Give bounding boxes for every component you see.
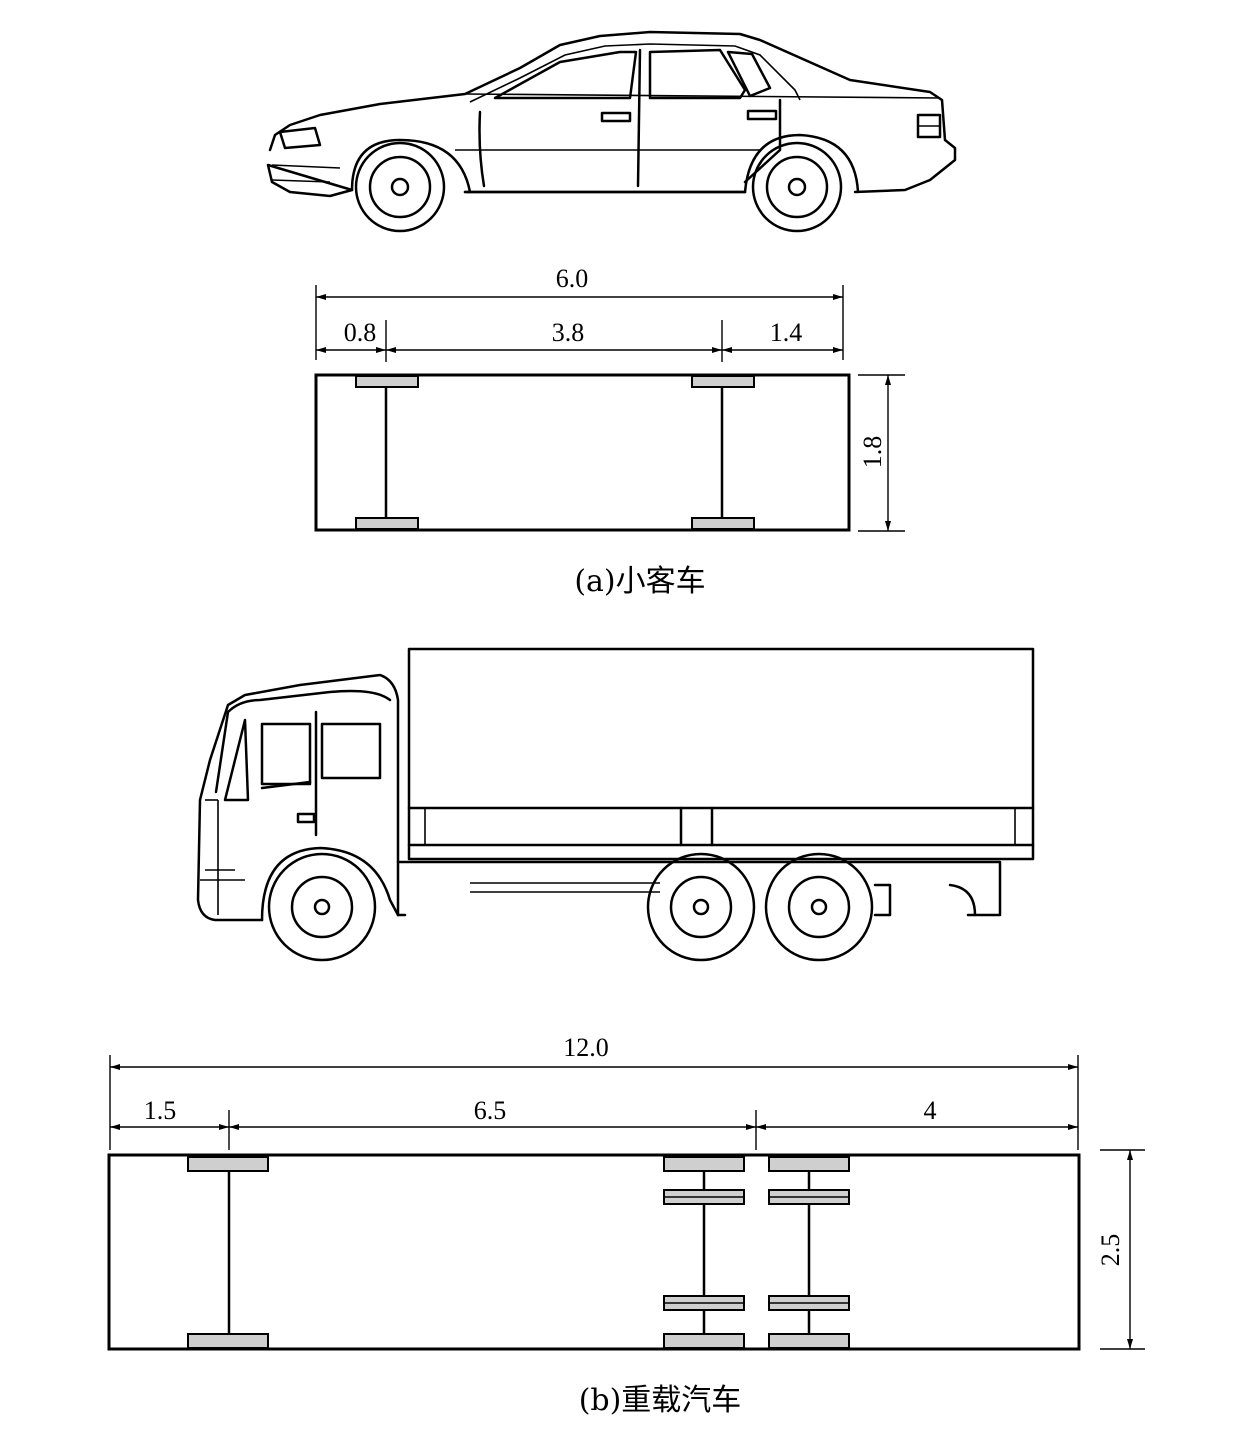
truck-front-overhang-label: 1.5 bbox=[144, 1096, 177, 1125]
truck-wheel-rear-right-outer bbox=[768, 1333, 850, 1349]
truck-wheel-front-right bbox=[187, 1333, 269, 1349]
car-front-overhang-label: 0.8 bbox=[344, 318, 377, 347]
car-front-wheel bbox=[354, 141, 446, 233]
figure-a-caption: (a)小客车 bbox=[574, 564, 705, 599]
truck-wheel-mid-left-outer bbox=[663, 1156, 745, 1172]
car-total-length-label: 6.0 bbox=[556, 264, 589, 293]
car-rear-overhang-label: 1.4 bbox=[770, 318, 803, 347]
car-plan-view bbox=[314, 373, 851, 532]
car-wheel-rr bbox=[691, 517, 755, 530]
truck-wheel-front-left bbox=[187, 1156, 269, 1172]
truck-rear-wheel-2 bbox=[764, 852, 874, 962]
truck-wheel-rear-left-outer bbox=[768, 1156, 850, 1172]
truck-total-length-label: 12.0 bbox=[563, 1033, 609, 1062]
truck-dimension-lines bbox=[109, 1055, 1145, 1350]
car-rear-wheel bbox=[751, 141, 843, 233]
truck-width-label: 2.5 bbox=[1096, 1234, 1125, 1267]
car-wheel-fl bbox=[355, 375, 419, 388]
truck-wheel-mid-right-outer bbox=[663, 1333, 745, 1349]
truck-rear-wheel-1 bbox=[646, 852, 756, 962]
car-side-view bbox=[266, 30, 957, 233]
truck-side-view bbox=[196, 647, 1035, 962]
car-dimension-lines bbox=[315, 285, 905, 532]
truck-front-wheel bbox=[267, 852, 377, 962]
truck-wheelbase-label: 6.5 bbox=[474, 1096, 507, 1125]
car-wheel-fr bbox=[355, 517, 419, 530]
figure-b-caption: (b)重载汽车 bbox=[579, 1383, 742, 1418]
car-width-label: 1.8 bbox=[858, 436, 887, 469]
truck-plan-view bbox=[107, 1153, 1081, 1351]
truck-rear-section-label: 4 bbox=[924, 1096, 937, 1125]
car-wheelbase-label: 3.8 bbox=[552, 318, 585, 347]
car-wheel-rl bbox=[691, 375, 755, 388]
